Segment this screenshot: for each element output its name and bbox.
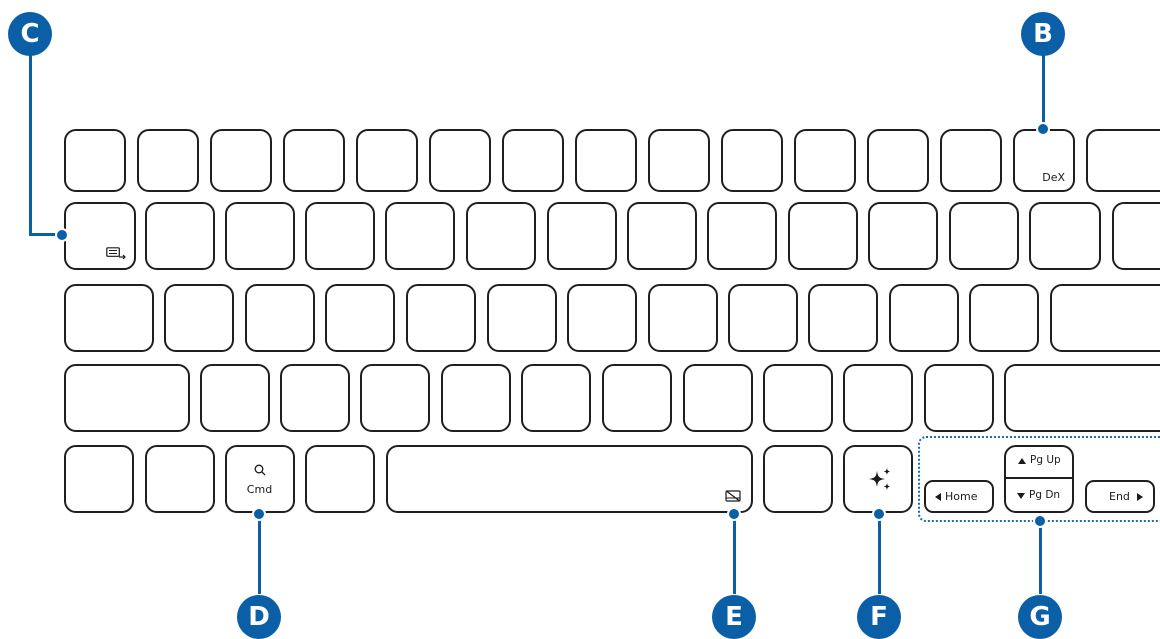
callout-f: F (857, 595, 901, 639)
key (940, 129, 1002, 192)
anchor-dot-b (1036, 122, 1050, 136)
anchor-dot-f (872, 507, 886, 521)
key (648, 284, 718, 352)
dex-key-label: DeX (1042, 171, 1065, 184)
key (356, 129, 418, 192)
key (280, 364, 350, 432)
key (808, 284, 878, 352)
key (283, 129, 345, 192)
keyboard-language-icon (106, 247, 126, 259)
key (868, 202, 938, 270)
callout-e: E (712, 595, 756, 639)
key (466, 202, 536, 270)
anchor-dot-c (55, 228, 69, 242)
key (602, 364, 672, 432)
key (305, 202, 375, 270)
key (1004, 364, 1160, 432)
leader-line-e (733, 514, 736, 594)
key (210, 129, 272, 192)
leader-line-d (258, 514, 261, 594)
key (64, 364, 190, 432)
key (788, 202, 858, 270)
key (707, 202, 777, 270)
key (360, 364, 430, 432)
key (763, 364, 833, 432)
ai-key (843, 445, 913, 513)
key (1050, 284, 1160, 352)
end-key-label: End (1109, 490, 1130, 503)
key (721, 129, 783, 192)
key (867, 129, 929, 192)
key (502, 129, 564, 192)
triangle-up-icon (1018, 458, 1026, 464)
leader-line-c-horizontal (29, 233, 62, 236)
page-up-down-key: Pg Up Pg Dn (1004, 445, 1074, 513)
key (145, 202, 215, 270)
key (245, 284, 315, 352)
pg-dn-label: Pg Dn (1029, 489, 1061, 501)
cmd-key: Cmd (225, 445, 295, 513)
key (406, 284, 476, 352)
callout-b: B (1021, 12, 1065, 56)
leader-line-f (878, 514, 881, 594)
touchpad-off-icon (725, 490, 741, 502)
language-key (64, 202, 136, 270)
key (521, 364, 591, 432)
key (1029, 202, 1101, 270)
key (441, 364, 511, 432)
key (889, 284, 959, 352)
key (429, 129, 491, 192)
end-key: End (1085, 480, 1155, 513)
key (385, 202, 455, 270)
leader-line-c-vertical (29, 52, 32, 236)
anchor-dot-g (1033, 514, 1047, 528)
triangle-right-icon (1137, 493, 1143, 501)
space-key (386, 445, 753, 513)
page-key-divider (1006, 477, 1072, 479)
key (547, 202, 617, 270)
dex-key: DeX (1013, 129, 1075, 192)
key (1112, 202, 1160, 270)
key (305, 445, 375, 513)
search-icon (254, 464, 266, 476)
key (567, 284, 637, 352)
key (683, 364, 753, 432)
key (64, 284, 154, 352)
home-key-label: Home (945, 490, 978, 503)
triangle-down-icon (1017, 493, 1025, 499)
cmd-key-label: Cmd (246, 483, 273, 496)
leader-line-g (1039, 520, 1042, 594)
key (648, 129, 710, 192)
key (1086, 129, 1160, 192)
key (164, 284, 234, 352)
callout-c: C (8, 12, 52, 56)
anchor-dot-d (252, 507, 266, 521)
key (843, 364, 913, 432)
key (949, 202, 1019, 270)
key (924, 364, 994, 432)
key (575, 129, 637, 192)
key (64, 445, 134, 513)
key (627, 202, 697, 270)
key (145, 445, 215, 513)
key (64, 129, 126, 192)
key (487, 284, 557, 352)
leader-line-b (1042, 55, 1045, 130)
key (763, 445, 833, 513)
callout-g: G (1018, 595, 1062, 639)
key (325, 284, 395, 352)
key (728, 284, 798, 352)
key (969, 284, 1039, 352)
key (137, 129, 199, 192)
key (200, 364, 270, 432)
ai-sparkle-icon (869, 468, 891, 490)
callout-d: D (237, 595, 281, 639)
key (794, 129, 856, 192)
home-key: Home (924, 480, 994, 513)
triangle-left-icon (935, 493, 941, 501)
anchor-dot-e (727, 507, 741, 521)
pg-up-label: Pg Up (1030, 454, 1061, 466)
key (225, 202, 295, 270)
